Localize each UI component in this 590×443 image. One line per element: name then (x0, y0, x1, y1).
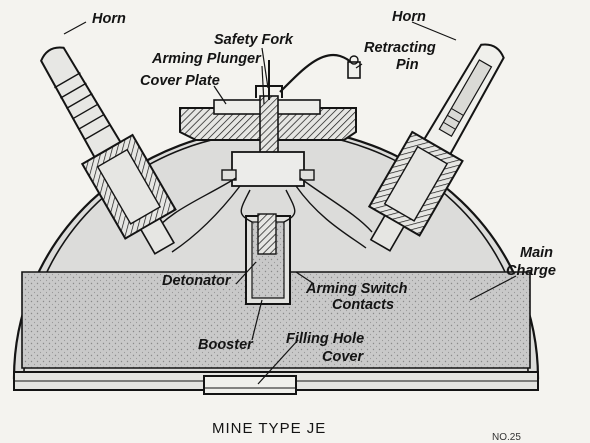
label-horn-right: Horn (392, 9, 426, 25)
label-horn-left: Horn (92, 11, 126, 27)
label-arming-plunger: Arming Plunger (152, 51, 261, 67)
main-charge-fill (21, 271, 531, 369)
label-cover-plate: Cover Plate (140, 73, 220, 89)
label-main-charge-line1: Main (520, 245, 554, 261)
figure-number: NO.25 (492, 432, 521, 443)
switch-housing (231, 151, 305, 187)
left-horn-assembly (40, 46, 177, 255)
label-retracting-pin-line1: Retracting (364, 40, 436, 56)
filling-hole-cover-shape (203, 375, 297, 395)
label-arming-switch-contacts-line1: Arming Switch (306, 281, 408, 297)
right-horn-assembly (367, 43, 505, 252)
figure-caption: MINE TYPE JE (212, 420, 327, 437)
label-arming-switch-contacts-line2: Contacts (332, 297, 395, 313)
label-filling-hole-cover-line1: Filling Hole (286, 331, 365, 347)
label-booster: Booster (198, 337, 253, 353)
label-detonator: Detonator (162, 273, 231, 289)
label-safety-fork: Safety Fork (214, 32, 293, 48)
retracting-pin-lanyard (279, 53, 356, 93)
label-main-charge-line2: Charge (506, 263, 556, 279)
label-filling-hole-cover-line2: Cover (322, 349, 364, 365)
detonator-shape (257, 213, 277, 255)
label-retracting-pin-line2: Pin (396, 57, 419, 73)
